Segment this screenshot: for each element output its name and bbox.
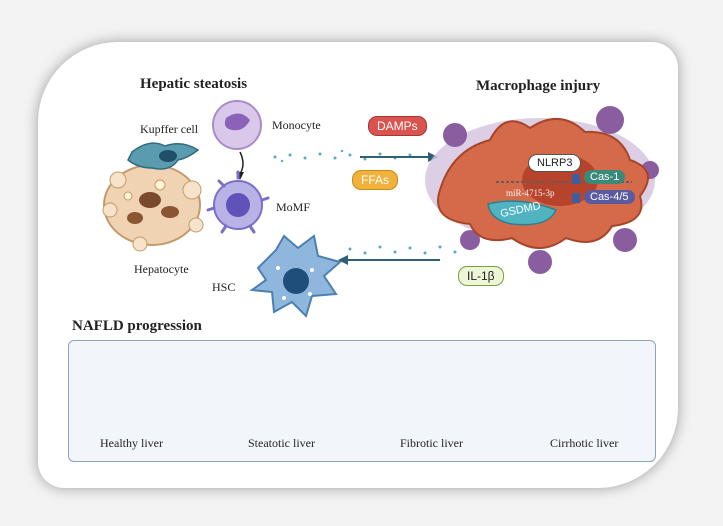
momf-label: MoMF	[276, 200, 311, 214]
hepatocyte-cluster-icon	[102, 164, 204, 252]
nafld-progression-panel	[68, 340, 656, 462]
signal-arrow-right	[273, 149, 412, 163]
cas45-badge: Cas-4/5	[584, 190, 635, 204]
hepatocyte-label: Hepatocyte	[134, 262, 189, 276]
il1b-badge: IL-1β	[458, 266, 504, 286]
nlrp3-badge: NLRP3	[528, 154, 582, 172]
hsc-label: HSC	[212, 280, 236, 294]
monocyte-icon	[212, 100, 262, 150]
liver-label-fibrotic: Fibrotic liver	[400, 436, 463, 450]
liver-label-steatotic: Steatotic liver	[248, 436, 315, 450]
hepatic-steatosis-title: Hepatic steatosis	[140, 76, 248, 92]
liver-label-healthy: Healthy liver	[100, 436, 163, 450]
macrophage-injury-title: Macrophage injury	[476, 78, 601, 94]
liver-label-cirrhotic: Cirrhotic liver	[550, 436, 619, 450]
nafld-progression-title: NAFLD progression	[72, 318, 202, 334]
mirna-label: miR-4715-3p	[506, 188, 555, 198]
cas1-badge: Cas-1	[584, 170, 626, 184]
hsc-icon	[249, 234, 343, 318]
kupffer-cell-icon	[127, 142, 200, 170]
monocyte-label: Monocyte	[272, 118, 321, 132]
momf-icon	[206, 170, 270, 234]
signal-arrow-left	[348, 245, 472, 255]
damps-badge: DAMPs	[368, 116, 427, 136]
kupffer-cell-label: Kupffer cell	[140, 122, 199, 136]
ffas-badge: FFAs	[352, 170, 399, 190]
macrophage-icon	[425, 106, 659, 274]
